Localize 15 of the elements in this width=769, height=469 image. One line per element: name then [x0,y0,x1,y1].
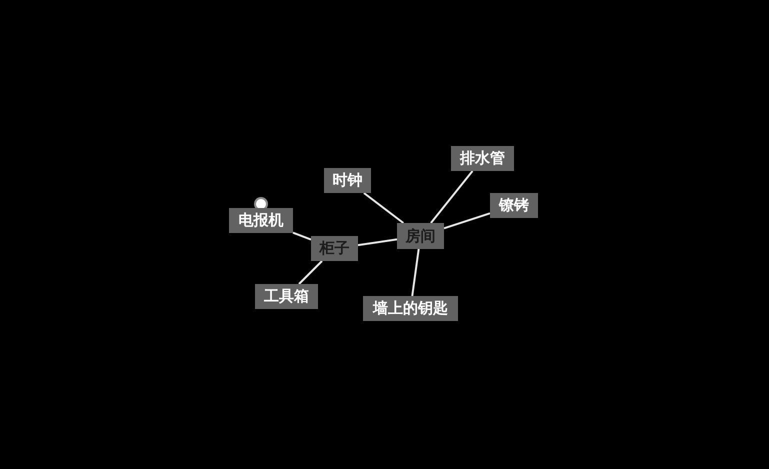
label-box: 柜子 [311,236,358,261]
label-box: 工具箱 [255,284,318,309]
connector-line [292,232,312,240]
label-box: 排水管 [451,146,514,171]
label-box: 镣铐 [490,193,538,218]
label-box: 电报机 [229,208,293,233]
connector-line [430,170,474,224]
label-box: 时钟 [324,168,371,193]
connector-line [298,260,323,285]
label-box: 墙上的钥匙 [363,296,458,321]
label-box: 房间 [397,223,444,249]
connector-line [358,238,398,246]
connector-line [444,212,490,230]
connector-line [363,192,404,224]
connector-line [411,248,420,296]
